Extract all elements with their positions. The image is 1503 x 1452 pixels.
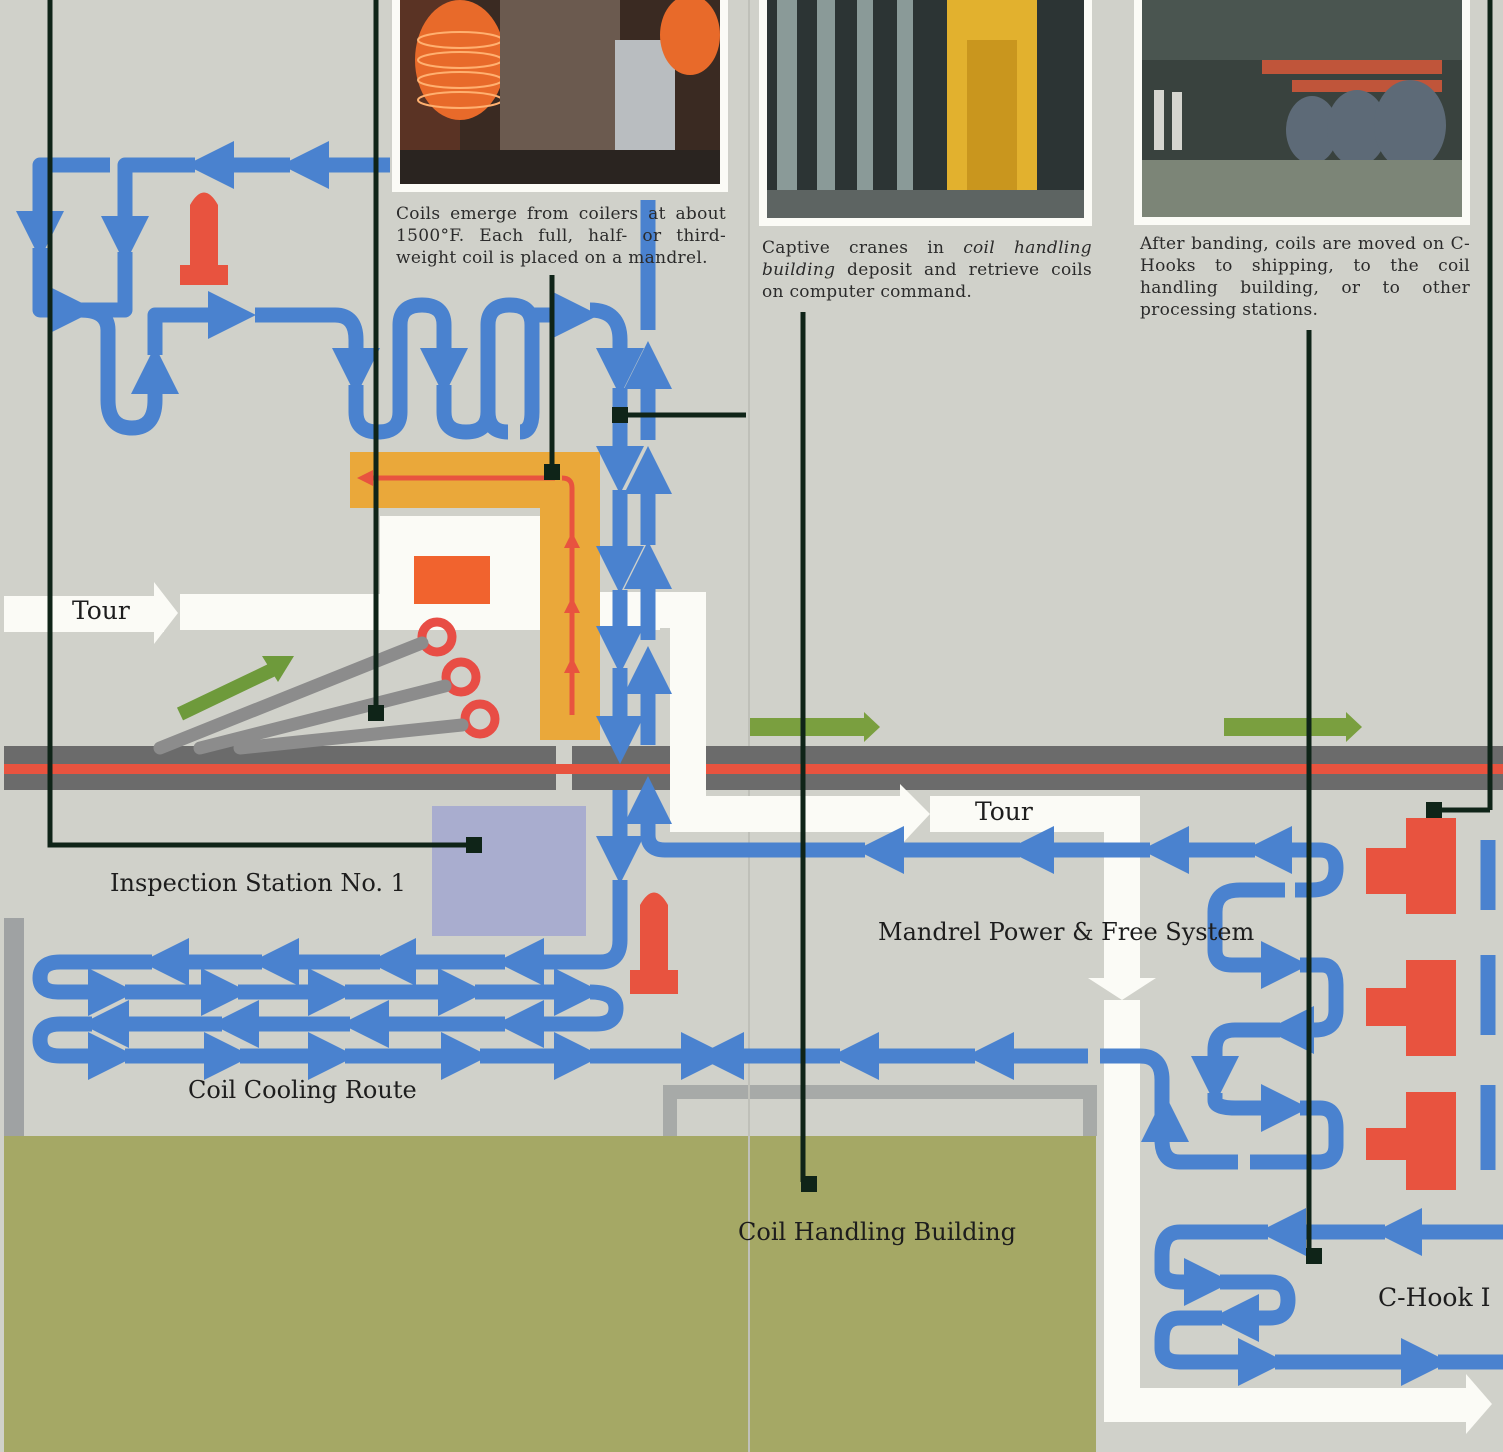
coil-handling-building-area [4,1136,1096,1452]
coil-handling-building-label: Coil Handling Building [738,1218,1016,1246]
coilers-photo [392,0,728,192]
banding-caption: After banding, coils are moved on C-Hook… [1140,233,1470,321]
torch-markers [180,193,1456,1191]
cranes-caption: Captive cranes in coil handling building… [762,237,1092,303]
crane-photo [759,0,1092,226]
tour-label-right: Tour [975,797,1033,826]
coilers-caption: Coils emerge from coilers at about 1500°… [396,203,726,269]
cranes-caption-part1: Captive cranes in [762,238,963,258]
building-outline [670,1092,1090,1136]
inspection-station-label: Inspection Station No. 1 [110,869,406,897]
coil-rings [422,622,495,734]
tour-label-left: Tour [72,596,130,625]
c-hook-label: C-Hook I [1378,1283,1490,1312]
coil-cooling-route-label: Coil Cooling Route [188,1076,417,1104]
coiler-box [414,556,490,604]
inspection-station-box [432,806,586,936]
rail-red-line [4,764,1503,774]
left-wall [4,918,24,1136]
mandrel-system-label: Mandrel Power & Free System [878,918,1254,946]
chook-photo [1134,0,1470,225]
